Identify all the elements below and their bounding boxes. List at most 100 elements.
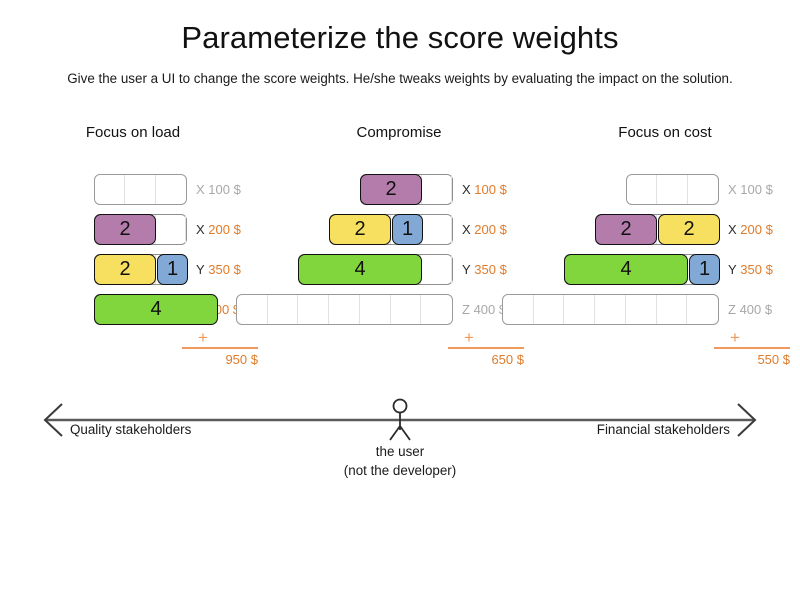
scenario-title: Compromise xyxy=(356,124,442,141)
slider-segment-blue[interactable]: 1 xyxy=(157,253,188,285)
slider-cell[interactable] xyxy=(421,254,452,284)
weight-slider-track[interactable]: 2 xyxy=(360,173,453,205)
slider-segment-purple[interactable]: 2 xyxy=(595,213,657,245)
slider-cell[interactable] xyxy=(564,294,596,324)
stakeholder-spectrum: Quality stakeholders Financial stakehold… xyxy=(0,392,800,512)
weight-row-label: X 100 $ xyxy=(196,182,258,197)
slider-cell[interactable] xyxy=(688,175,718,204)
weight-row: X 100 $ xyxy=(0,169,266,209)
user-caption: the user (not the developer) xyxy=(0,442,800,480)
slider-segments: 4 xyxy=(94,293,218,325)
slider-cell[interactable] xyxy=(421,295,452,324)
weight-row-label: Y 350 $ xyxy=(462,262,524,277)
slider-segment-purple[interactable]: 2 xyxy=(94,213,156,245)
weight-slider-track[interactable] xyxy=(502,293,719,325)
slider-segment-green[interactable]: 4 xyxy=(298,253,422,285)
weight-row-cost: 200 $ xyxy=(474,221,507,237)
weight-row-cost: 350 $ xyxy=(208,261,241,277)
weight-row-cost: 400 $ xyxy=(739,301,773,317)
weight-row-key: X xyxy=(196,181,205,197)
weight-row-cost: 100 $ xyxy=(208,181,241,197)
slider-cell[interactable] xyxy=(626,294,657,324)
slider-cell[interactable] xyxy=(95,174,126,204)
slider-cell[interactable] xyxy=(534,294,565,324)
sum-rule xyxy=(448,347,524,349)
weight-row-key: X xyxy=(462,221,471,237)
slider-cell[interactable] xyxy=(595,294,626,324)
weight-slider-track[interactable] xyxy=(94,173,187,205)
slider-segments: 4 xyxy=(298,253,422,285)
slider-cell[interactable] xyxy=(329,294,360,324)
weight-row-cost: 200 $ xyxy=(740,221,773,237)
weight-row: Z 400 $ xyxy=(502,289,798,329)
scenario-total: +650 $ xyxy=(266,329,532,367)
weight-row-label: Z 400 $ xyxy=(728,302,790,317)
sum-plus-sign: + xyxy=(730,328,740,347)
weight-row: 2 X 100 $ xyxy=(266,169,532,209)
slider-cell[interactable] xyxy=(360,294,391,324)
weight-row-label: Y 350 $ xyxy=(196,262,258,277)
slider-cell[interactable] xyxy=(422,174,452,204)
slider-cell[interactable] xyxy=(156,175,186,204)
weight-row-label: X 100 $ xyxy=(462,182,524,197)
slider-cell[interactable] xyxy=(125,174,156,204)
weight-slider-track[interactable] xyxy=(626,173,719,205)
weight-row-cost: 400 $ xyxy=(473,301,507,317)
weight-row-key: X xyxy=(462,181,471,197)
slider-segment-yellow[interactable]: 2 xyxy=(658,213,720,245)
scenario-title: Focus on cost xyxy=(618,124,712,141)
user-caption-line1: the user xyxy=(375,444,425,459)
weight-row-label: Z 400 $ xyxy=(462,302,524,317)
weight-slider-track[interactable]: 2 xyxy=(94,213,187,245)
slider-cell[interactable] xyxy=(657,294,688,324)
slider-cell[interactable] xyxy=(268,294,299,324)
weight-row-key: Y xyxy=(728,261,737,277)
weight-row: 4 Y 350 $ xyxy=(266,249,532,289)
weight-row-key: X xyxy=(196,221,205,237)
slider-cell[interactable] xyxy=(627,174,658,204)
slider-cell[interactable] xyxy=(657,174,688,204)
slider-segment-blue[interactable]: 1 xyxy=(392,213,423,245)
weight-slider-track[interactable]: 4 xyxy=(94,293,218,325)
slider-cell[interactable] xyxy=(687,295,718,324)
weight-slider-track[interactable] xyxy=(236,293,453,325)
slider-cell[interactable] xyxy=(237,294,268,324)
page-title: Parameterize the score weights xyxy=(181,20,619,55)
slider-cell[interactable] xyxy=(156,214,186,244)
slider-cell[interactable] xyxy=(298,294,330,324)
scenario-total: +550 $ xyxy=(532,328,798,367)
weight-row-cost: 350 $ xyxy=(740,261,773,277)
slider-segment-purple[interactable]: 2 xyxy=(360,173,422,205)
scenario-total: +950 $ xyxy=(0,329,266,367)
slider-segment-blue[interactable]: 1 xyxy=(689,253,720,285)
slider-segment-green[interactable]: 4 xyxy=(94,293,218,325)
slider-segments: 2 xyxy=(94,213,156,245)
weight-row-label: Y 350 $ xyxy=(728,262,790,277)
slider-cell[interactable] xyxy=(503,294,534,324)
slider-segment-yellow[interactable]: 2 xyxy=(329,213,391,245)
weight-row: Z 400 $ xyxy=(236,289,532,329)
weight-row-label: X 100 $ xyxy=(728,182,790,197)
slider-cell[interactable] xyxy=(391,294,422,324)
slider-segment-yellow[interactable]: 2 xyxy=(94,253,156,285)
slider-segment-green[interactable]: 4 xyxy=(564,253,688,285)
slider-cell[interactable] xyxy=(422,214,452,244)
sum-rule xyxy=(714,347,790,349)
weight-row-cost: 100 $ xyxy=(474,181,507,197)
weight-slider-track[interactable]: 4 xyxy=(298,253,453,285)
